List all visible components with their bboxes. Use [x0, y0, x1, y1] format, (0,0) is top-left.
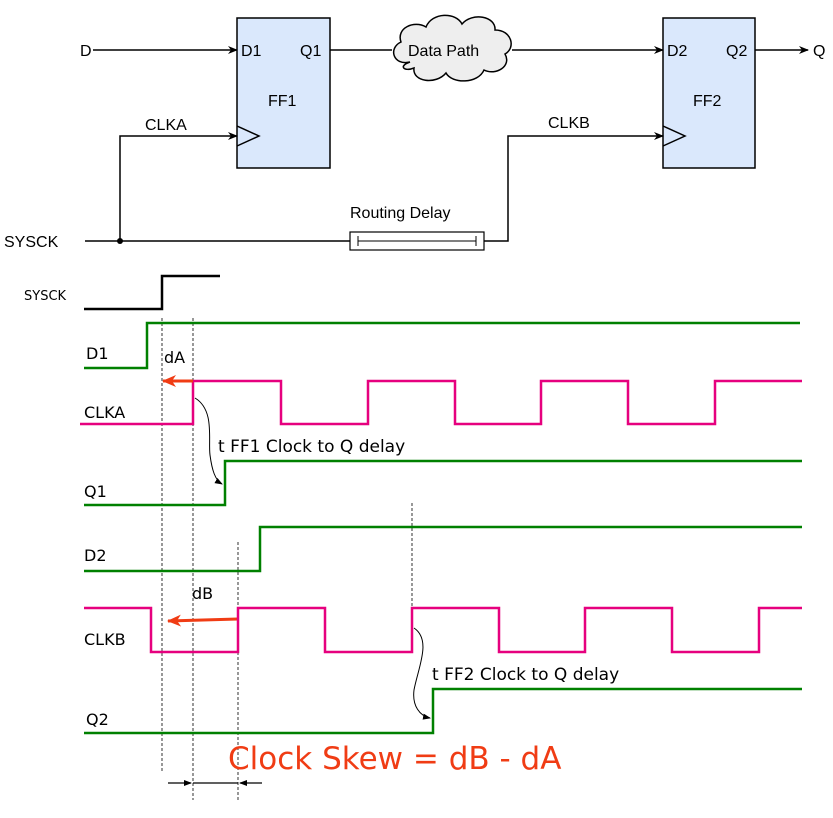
wave-q1-label: Q1	[84, 482, 107, 501]
db-arrow	[167, 614, 239, 627]
ff1-name: FF1	[268, 93, 297, 110]
ff2-delay-curve	[413, 627, 431, 720]
clkb-label: CLKB	[548, 115, 590, 132]
ff2-name: FF2	[693, 93, 722, 110]
ff2-block	[662, 17, 756, 169]
clock-skew-caption: Clock Skew = dB - dA	[228, 741, 561, 777]
wave-d2-label: D2	[84, 546, 107, 565]
wave-clkb	[84, 606, 802, 654]
da-label: dA	[164, 348, 185, 367]
ff2-clock-triangle	[662, 125, 687, 147]
wave-q1	[84, 459, 802, 507]
data-path-label: Data Path	[408, 43, 479, 60]
data-path-cloud	[392, 14, 512, 82]
clka-label: CLKA	[145, 117, 187, 134]
routing-delay-label: Routing Delay	[350, 205, 451, 222]
sysck-label: SYSCK	[4, 234, 59, 251]
wave-q2	[84, 687, 802, 735]
ff1-block	[236, 17, 331, 169]
ff1-delay-curve	[194, 397, 223, 485]
ff1-d-pin: D1	[241, 43, 262, 60]
wave-clka	[80, 379, 802, 426]
input-d-label: D	[80, 43, 92, 60]
wave-sysck-label: SYSCK	[24, 289, 67, 304]
clka-wire	[119, 132, 238, 241]
wave-clka-label: CLKA	[84, 403, 125, 422]
db-label: dB	[192, 584, 213, 603]
wave-d1-label: D1	[86, 344, 109, 363]
wave-d1	[84, 321, 800, 370]
ff2-d-pin: D2	[667, 43, 688, 60]
clkb-wire	[484, 132, 664, 242]
ff2-delay-label: t FF2 Clock to Q delay	[432, 665, 619, 685]
wave-q2-label: Q2	[86, 710, 109, 729]
schematic: D D1 Q1 FF1 Data Path D2 Q2 FF2 Q SYSCK …	[4, 14, 825, 251]
ff1-clock-triangle	[236, 125, 261, 147]
ff1-delay-label: t FF1 Clock to Q delay	[218, 437, 405, 457]
wave-clkb-label: CLKB	[84, 630, 126, 649]
timing-diagram: SYSCK D1 CLKA dA t FF1 Clock to Q delay …	[24, 274, 802, 800]
ff2-q-pin: Q2	[726, 43, 747, 60]
output-q-label: Q	[813, 43, 825, 60]
wave-d2	[84, 525, 802, 573]
wave-sysck	[84, 274, 220, 311]
ff1-q-pin: Q1	[300, 43, 321, 60]
